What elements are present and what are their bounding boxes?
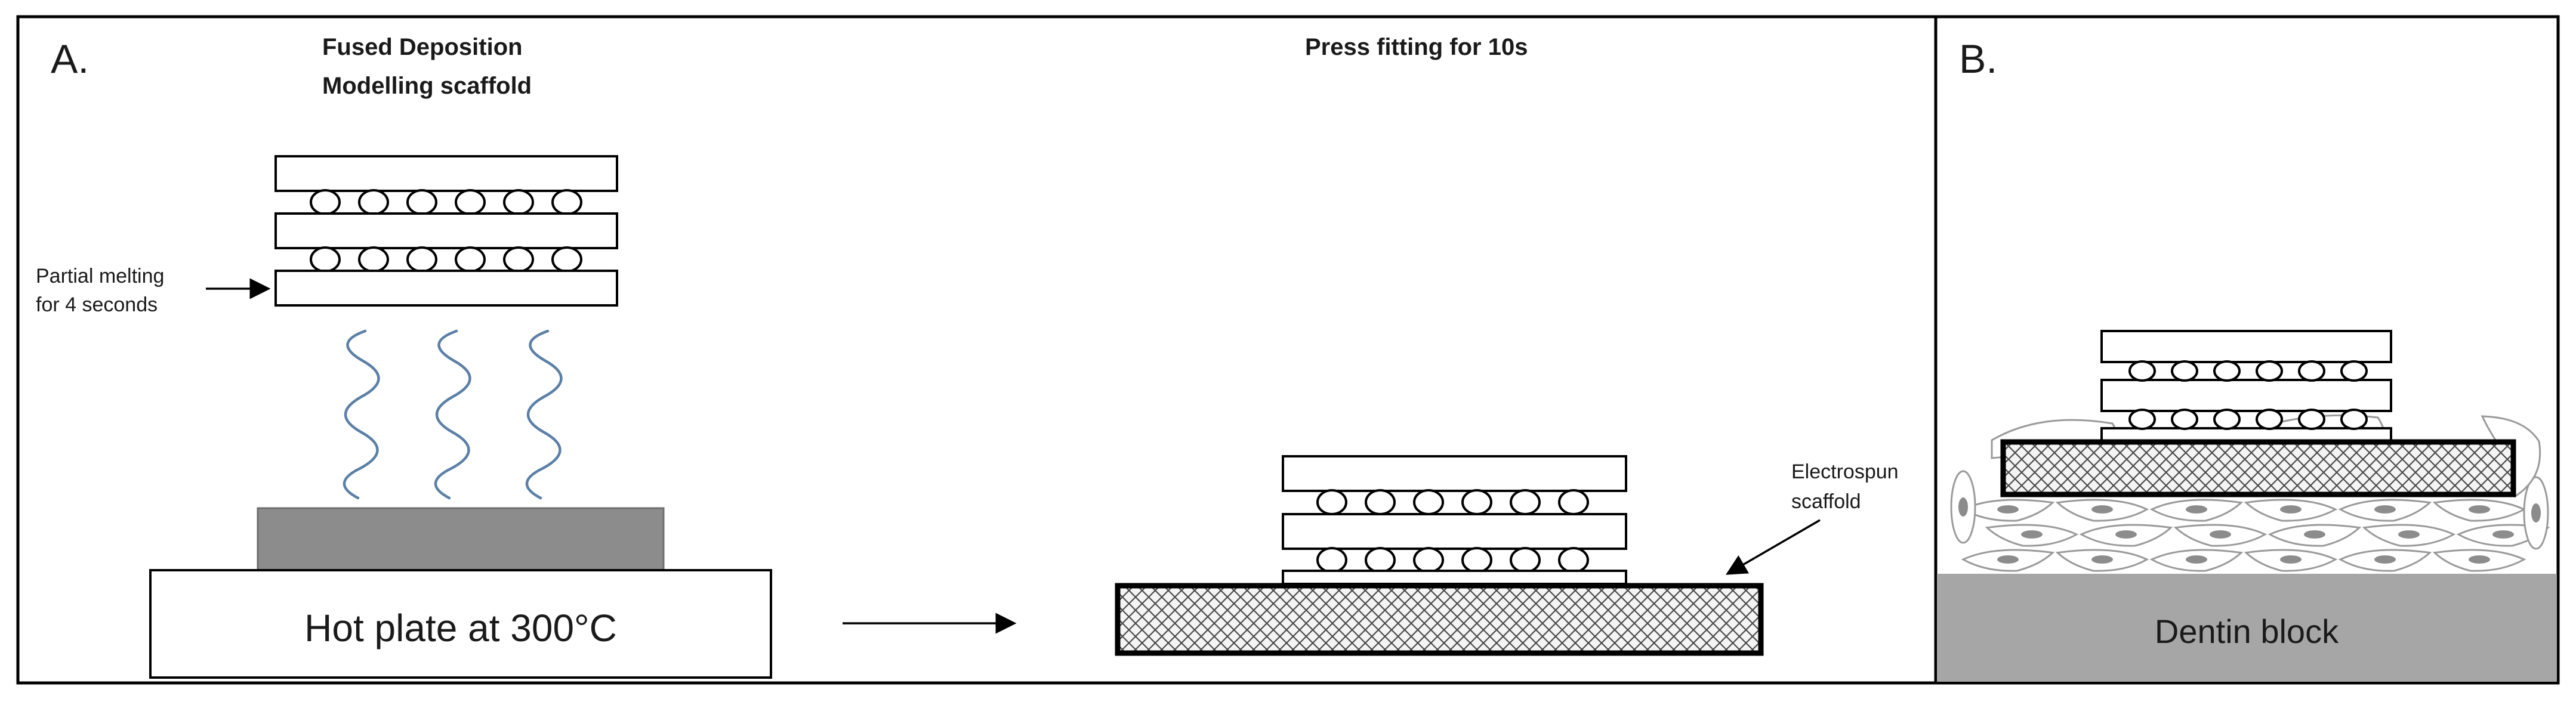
fdm-fiber xyxy=(2298,409,2325,430)
panel-b: B. Dentin block xyxy=(1937,36,2557,682)
heat-wave xyxy=(343,329,380,500)
fdm-fiber xyxy=(1461,489,1492,515)
fdm-scaffold-pressed xyxy=(1282,455,1627,585)
cell-nucleus xyxy=(2186,555,2207,564)
fdm-fiber xyxy=(1316,547,1347,573)
fdm-scaffold-left xyxy=(274,155,618,307)
cell-nucleus xyxy=(2469,555,2490,564)
fdm-fiber xyxy=(1558,547,1589,573)
heat-wave xyxy=(434,329,471,500)
heater-block xyxy=(257,507,665,571)
fdm-fiber xyxy=(2298,360,2325,382)
fdm-fiber-row xyxy=(2128,360,2368,382)
outer-frame xyxy=(16,15,2560,685)
fdm-fiber-row xyxy=(310,189,582,215)
fdm-fiber xyxy=(455,246,486,273)
fdm-fiber xyxy=(358,189,389,215)
cell-nucleus xyxy=(1958,497,1968,517)
fdm-fiber xyxy=(1510,547,1541,573)
dentin-block xyxy=(1937,574,2557,682)
cell-nucleus xyxy=(2374,505,2396,514)
fdm-fiber xyxy=(551,246,582,273)
fdm-fiber xyxy=(2256,360,2283,382)
fdm-fiber xyxy=(503,246,534,273)
cell-nucleus xyxy=(2398,530,2420,539)
fdm-fiber xyxy=(2171,360,2198,382)
electrospun-label-line1: Electrospun xyxy=(1791,460,1899,483)
cell-nucleus xyxy=(2115,530,2137,539)
fdm-fiber xyxy=(2128,360,2156,382)
fdm-fiber-row xyxy=(310,246,582,273)
fdm-fiber xyxy=(1413,489,1444,515)
fdm-fiber xyxy=(551,189,582,215)
fdm-fiber xyxy=(406,189,437,215)
cell-nucleus xyxy=(2210,530,2231,539)
fdm-fiber xyxy=(1510,489,1541,515)
fdm-fiber xyxy=(2128,409,2156,430)
fdm-title-line1: Fused Deposition xyxy=(322,34,523,60)
panel-a-letter: A. xyxy=(51,36,89,82)
electrospun-scaffold-mid xyxy=(1115,583,1764,656)
melting-label-line2: for 4 seconds xyxy=(36,293,158,316)
fdm-fiber-row xyxy=(1316,547,1589,573)
heat-waves xyxy=(343,329,563,500)
cell-nucleus xyxy=(2280,505,2302,514)
cell-nucleus xyxy=(2280,555,2302,564)
fdm-fiber xyxy=(1316,489,1347,515)
fdm-fiber xyxy=(1413,547,1444,573)
fdm-fiber-row xyxy=(2128,409,2368,430)
fdm-fiber xyxy=(503,189,534,215)
cell-nucleus xyxy=(2021,530,2043,539)
panel-a: A. Fused Deposition Modelling scaffold P… xyxy=(36,34,1899,679)
fdm-fiber xyxy=(2340,360,2368,382)
fdm-title-line2: Modelling scaffold xyxy=(322,73,532,99)
fdm-fiber xyxy=(1365,547,1396,573)
cell-nucleus xyxy=(2304,530,2325,539)
cell-nucleus xyxy=(2492,530,2514,539)
melting-label-line1: Partial melting xyxy=(36,265,164,287)
panel-b-letter: B. xyxy=(1959,36,1997,82)
fdm-fiber xyxy=(2256,409,2283,430)
fdm-fiber xyxy=(358,246,389,273)
electrospun-label-line2: scaffold xyxy=(1791,490,1861,513)
fdm-fiber xyxy=(310,246,341,273)
fdm-fiber xyxy=(310,189,341,215)
fdm-fiber xyxy=(1365,489,1396,515)
fdm-fiber xyxy=(2340,409,2368,430)
fdm-fiber xyxy=(455,189,486,215)
dentin-block-label: Dentin block xyxy=(2155,613,2339,650)
fdm-fiber xyxy=(406,246,437,273)
electrospun-arrow xyxy=(1725,519,1821,575)
fdm-scaffold-b xyxy=(2100,330,2392,444)
fdm-fiber xyxy=(1461,547,1492,573)
fdm-fiber xyxy=(2213,360,2241,382)
cell-layer xyxy=(1950,470,2550,572)
press-fitting-title: Press fitting for 10s xyxy=(1305,34,1528,60)
cell-nucleus xyxy=(2091,505,2113,514)
cell-nucleus xyxy=(2469,505,2490,514)
heat-wave xyxy=(525,329,563,500)
hot-plate-label: Hot plate at 300°C xyxy=(304,607,617,650)
fdm-fiber xyxy=(1558,489,1589,515)
cell-nucleus xyxy=(2374,555,2396,564)
hot-plate xyxy=(149,569,772,679)
cell-nucleus xyxy=(1997,505,2019,514)
fdm-fiber-row xyxy=(1316,489,1589,515)
fdm-fiber xyxy=(2213,409,2241,430)
cell-nucleus xyxy=(2091,555,2113,564)
cell-nucleus xyxy=(2531,503,2541,522)
cell-nucleus xyxy=(2186,505,2207,514)
electrospun-scaffold-b xyxy=(2000,439,2516,497)
fdm-fiber xyxy=(2171,409,2198,430)
cell-nucleus xyxy=(1997,555,2019,564)
